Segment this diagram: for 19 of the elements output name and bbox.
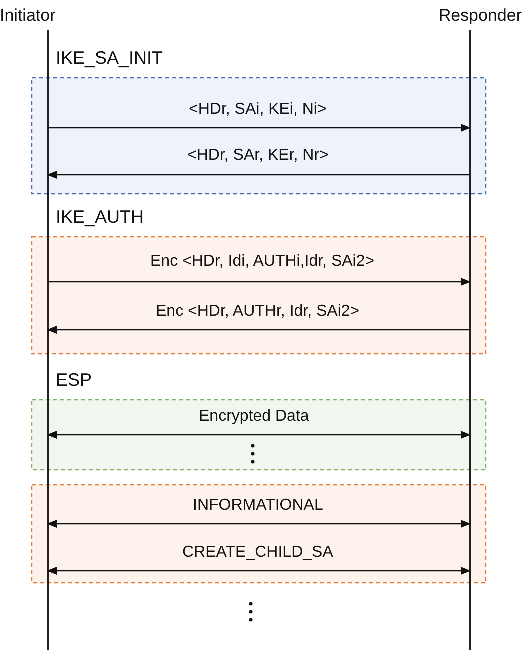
message-label: <HDr, SAr, KEr, Nr> — [188, 147, 329, 165]
phase-title: IKE_SA_INIT — [56, 48, 164, 68]
participant-label: Responder — [438, 6, 522, 26]
phase-title: ESP — [56, 370, 92, 390]
message-arrow — [47, 520, 471, 528]
phase-title: IKE_AUTH — [56, 207, 144, 227]
message-label: Enc <HDr, Idi, AUTHi,Idr, SAi2> — [150, 253, 375, 271]
message-label: INFORMATIONAL — [193, 497, 324, 515]
message-arrow — [47, 326, 470, 334]
participant-label: Initiator — [0, 6, 56, 26]
message-arrow — [47, 567, 471, 575]
message-label: <HDr, SAi, KEi, Ni> — [189, 101, 327, 119]
message-label: CREATE_CHILD_SA — [182, 544, 334, 562]
message-label: Encrypted Data — [199, 408, 310, 426]
message-arrow — [48, 278, 471, 286]
message-arrow — [47, 431, 471, 439]
message-label: Enc <HDr, AUTHr, Idr, SAi2> — [156, 303, 360, 321]
message-arrow — [47, 171, 470, 179]
message-arrow — [48, 124, 471, 132]
